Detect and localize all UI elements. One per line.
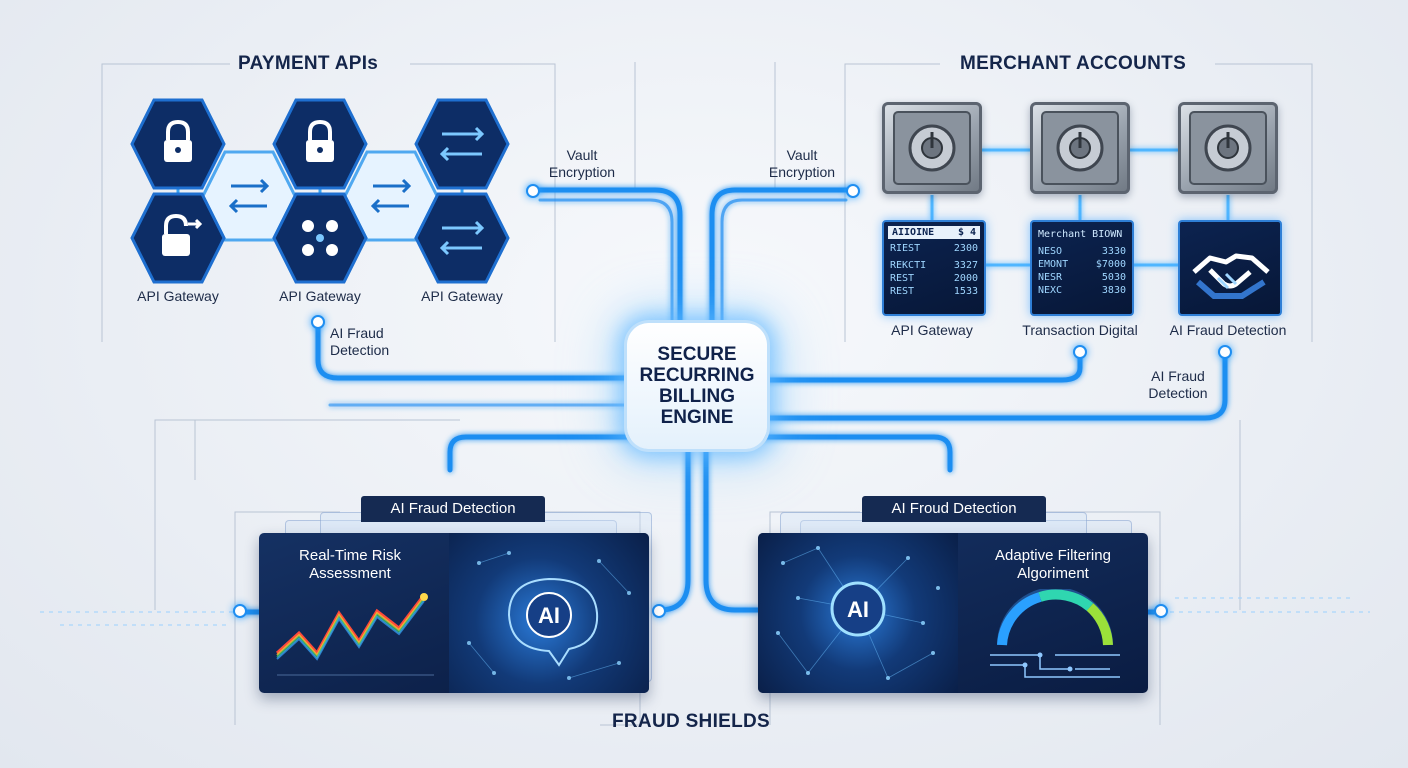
ai-brain-icon: AI	[449, 533, 649, 693]
connector-node	[846, 184, 860, 198]
fraud-shields-title: FRAUD SHIELDS	[612, 711, 771, 732]
handshake-icon	[1178, 220, 1282, 316]
nodes-icon	[272, 190, 368, 286]
panel-title: Adaptive Filtering Algoriment	[995, 547, 1111, 582]
merchant-header: Merchant BIOWN	[1038, 229, 1123, 240]
vault-safe-icon	[1030, 102, 1130, 194]
billing-engine-label: SECURE RECURRING BILLING ENGINE	[639, 344, 755, 428]
api-gateway-label: API Gateway	[891, 322, 973, 338]
ai-network-icon: AI	[758, 533, 958, 693]
arrows-swap-icon	[414, 190, 510, 286]
vault-encryption-label: Vault Encryption	[768, 147, 836, 180]
fraud-detection-tab: AI Froud Detection	[862, 496, 1046, 522]
transaction-digital-label: Transaction Digital	[1022, 322, 1138, 338]
api-gateway-label: API Gateway	[279, 288, 361, 304]
connector-node	[311, 315, 325, 329]
vault-safe-icon	[1178, 102, 1278, 194]
billing-engine-node: SECURE RECURRING BILLING ENGINE	[627, 323, 767, 449]
ai-fraud-detection-label: AI Fraud Detection	[1148, 368, 1208, 401]
payment-apis-title: PAYMENT APIs	[238, 53, 379, 74]
vault-encryption-label: Vault Encryption	[548, 147, 616, 180]
merchant-accounts-title: MERCHANT ACCOUNTS	[960, 53, 1187, 74]
connector-node	[233, 604, 247, 618]
ledger-row: EMONT$7000	[1038, 259, 1126, 270]
api-gateway-label: API Gateway	[421, 288, 503, 304]
risk-trend-icon	[275, 593, 434, 676]
risk-assessment-panel: Real-Time Risk Assessment AI	[259, 533, 649, 693]
connector-node	[526, 184, 540, 198]
connector-node	[1218, 345, 1232, 359]
padlock-icon	[272, 96, 368, 192]
ai-fraud-detection-label: AI Fraud Detection	[330, 325, 390, 358]
ai-badge: AI	[538, 603, 560, 628]
ai-badge: AI	[847, 597, 869, 622]
adaptive-filtering-panel: AI Adaptive Filtering Algoriment	[758, 533, 1148, 693]
ai-fraud-detection-label: AI Fraud Detection	[1169, 322, 1287, 338]
vault-safe-icon	[882, 102, 982, 194]
api-gateway-label: API Gateway	[137, 288, 219, 304]
connector-node	[1073, 345, 1087, 359]
arrows-swap-icon	[414, 96, 510, 192]
ledger-header: AIIOINE$ 4	[888, 226, 980, 239]
filter-gauge-icon	[990, 589, 1120, 678]
connector-node	[1154, 604, 1168, 618]
panel-title: Real-Time Risk Assessment	[299, 547, 401, 582]
padlock-arrow-icon	[130, 190, 226, 286]
fraud-detection-tab: AI Fraud Detection	[361, 496, 545, 522]
connector-node	[652, 604, 666, 618]
padlock-icon	[130, 96, 226, 192]
